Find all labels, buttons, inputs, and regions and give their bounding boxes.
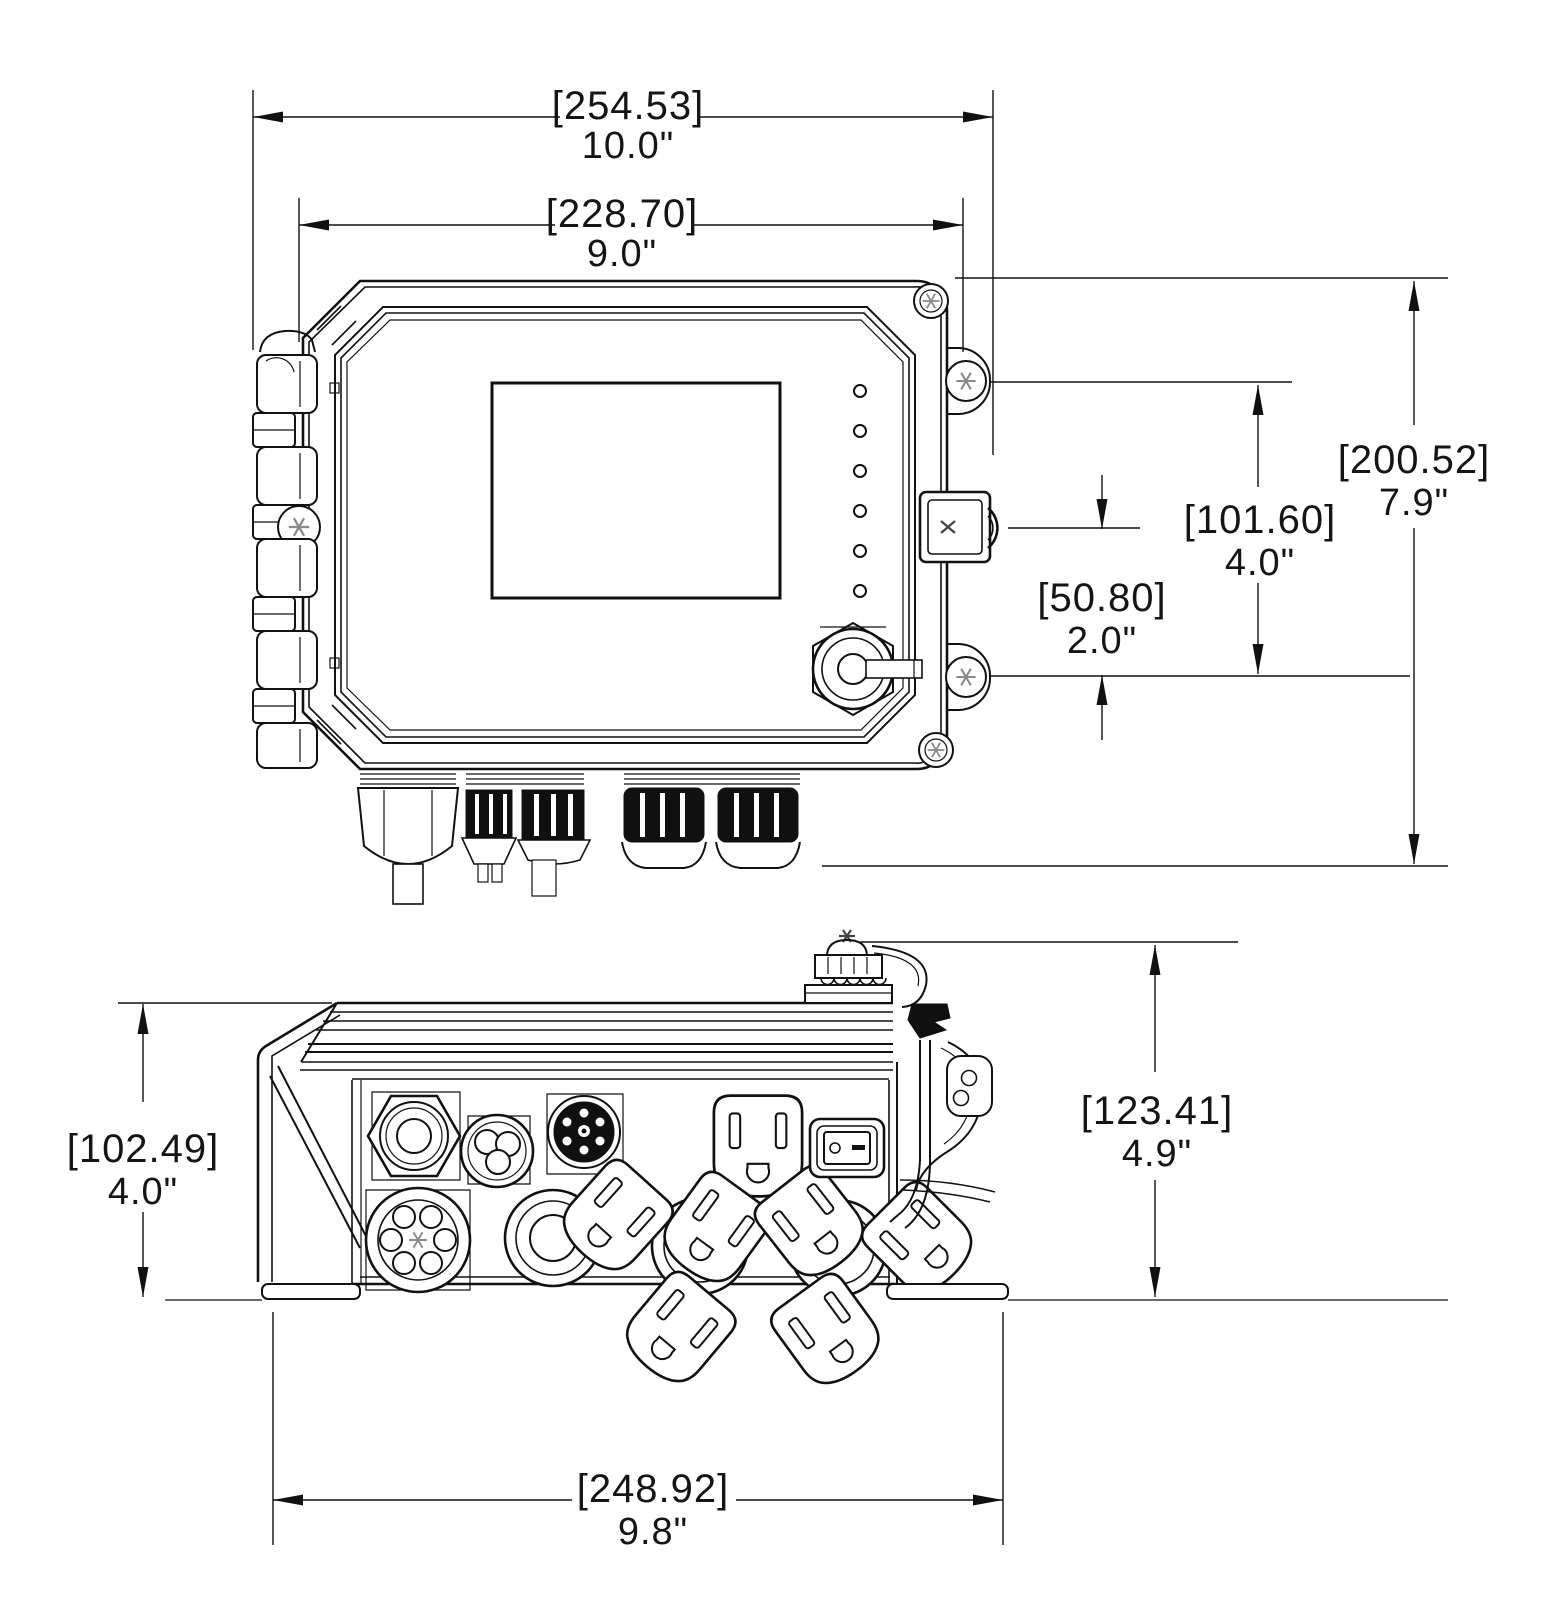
status-leds bbox=[853, 384, 867, 598]
mounting-feet bbox=[165, 1283, 1448, 1301]
vent-cap bbox=[804, 929, 928, 1008]
left-bracket bbox=[256, 1001, 369, 1284]
dim-label-overall-depth-in: 4.9" bbox=[1122, 1133, 1192, 1175]
dim-mount-spacing: [101.60] 4.0" bbox=[1184, 385, 1337, 674]
dim-label-body-depth-in: 4.0" bbox=[108, 1171, 178, 1213]
dim-overall-height: [200.52] 7.9" bbox=[1338, 281, 1491, 864]
power-switch bbox=[808, 1117, 886, 1179]
corner-screw-top-right bbox=[913, 283, 949, 319]
dim-label-latch-offset-mm: [50.80] bbox=[1037, 576, 1166, 620]
hex-connector bbox=[366, 1094, 462, 1178]
dim-label-overall-width-in: 10.0" bbox=[582, 125, 674, 167]
dim-label-overall-height-in: 7.9" bbox=[1379, 482, 1449, 524]
hinge-stack bbox=[252, 329, 321, 769]
dim-latch-offset: [50.80] 2.0" bbox=[1037, 475, 1166, 740]
dim-overall-depth: [123.41] 4.9" bbox=[1081, 945, 1234, 1297]
dim-label-body-depth-mm: [102.49] bbox=[67, 1127, 220, 1171]
bottom-view: [102.49] 4.0" [123.41] 4.9" [248.92] 9.8… bbox=[67, 929, 1448, 1553]
dim-label-lid-width-mm: [228.70] bbox=[546, 192, 699, 236]
corner-screw-bottom-right bbox=[918, 732, 954, 768]
multipin-connector bbox=[364, 1186, 472, 1294]
lid-face bbox=[329, 306, 916, 744]
dim-label-lid-width-in: 9.0" bbox=[587, 233, 657, 275]
triple-gland bbox=[459, 1113, 535, 1189]
front-dimensions: [254.53] 10.0" [228.70] 9.0" [200.52] 7.… bbox=[252, 84, 1491, 867]
dim-label-overall-width-mm: [254.53] bbox=[552, 84, 705, 128]
dim-label-latch-offset-in: 2.0" bbox=[1067, 620, 1137, 662]
mounting-tab-bottom bbox=[945, 643, 991, 711]
latch bbox=[918, 490, 999, 564]
dim-body-depth: [102.49] 4.0" bbox=[67, 1004, 220, 1297]
dim-label-base-width-mm: [248.92] bbox=[577, 1467, 730, 1511]
dim-label-overall-height-mm: [200.52] bbox=[1338, 438, 1491, 482]
dim-lid-width: [228.70] 9.0" bbox=[299, 192, 963, 275]
mounting-tab-top bbox=[945, 347, 991, 415]
dim-base-width: [248.92] 9.8" bbox=[273, 1467, 1003, 1553]
dim-label-mount-spacing-mm: [101.60] bbox=[1184, 498, 1337, 542]
bottom-dimensions: [102.49] 4.0" [123.41] 4.9" [248.92] 9.8… bbox=[67, 941, 1238, 1553]
dim-overall-width: [254.53] 10.0" bbox=[253, 84, 993, 167]
cable-glands bbox=[356, 773, 801, 905]
connector-cutouts bbox=[365, 1091, 624, 1291]
dim-label-mount-spacing-in: 4.0" bbox=[1225, 542, 1295, 584]
antenna-connector bbox=[811, 621, 923, 717]
lid-stack bbox=[300, 1001, 893, 1080]
dim-label-base-width-in: 9.8" bbox=[618, 1511, 688, 1553]
screen-window bbox=[490, 381, 782, 600]
m12-connector bbox=[547, 1095, 621, 1169]
rear-latch-hardware bbox=[889, 1003, 996, 1229]
front-view: [254.53] 10.0" [228.70] 9.0" [200.52] 7.… bbox=[252, 84, 1491, 905]
dim-label-overall-depth-mm: [123.41] bbox=[1081, 1089, 1234, 1133]
